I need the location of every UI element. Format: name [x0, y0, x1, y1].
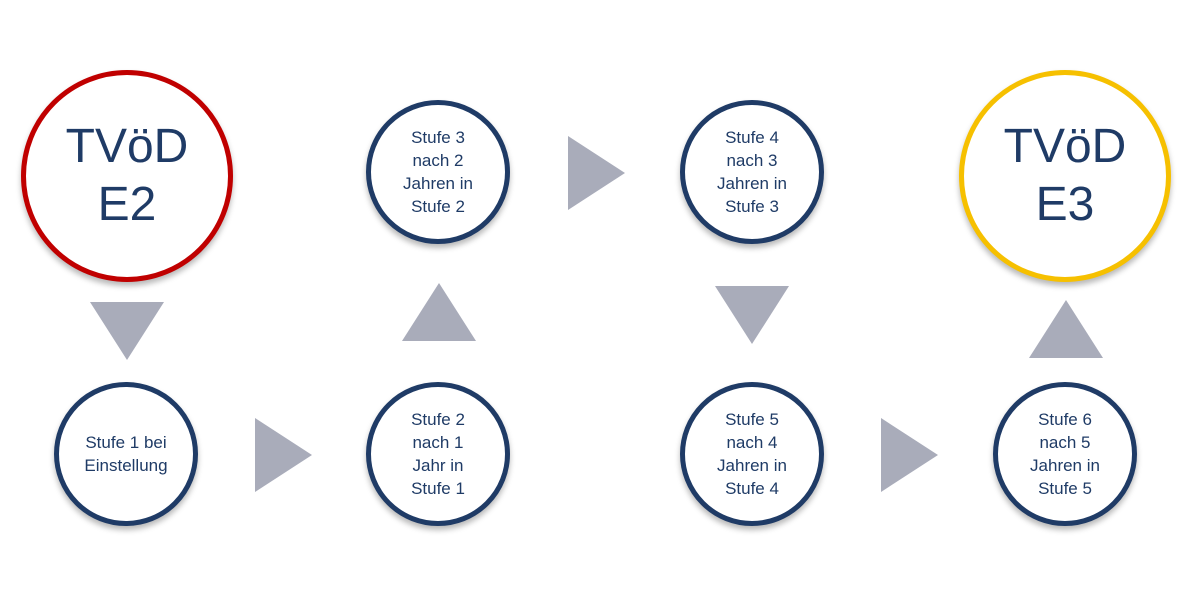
arrow-right-icon [881, 418, 938, 492]
step-2-circle: Stufe 2 nach 1 Jahr in Stufe 1 [366, 382, 510, 526]
step-3-label: Stufe 3 nach 2 Jahren in Stufe 2 [403, 128, 473, 216]
grade-e3-circle: TVöD E3 [959, 70, 1171, 282]
step-1-label: Stufe 1 bei Einstellung [84, 433, 168, 475]
step-6-label: Stufe 6 nach 5 Jahren in Stufe 5 [1030, 410, 1100, 498]
arrow-down-icon [715, 286, 789, 344]
step-6-circle: Stufe 6 nach 5 Jahren in Stufe 5 [993, 382, 1137, 526]
grade-e2-circle: TVöD E2 [21, 70, 233, 282]
step-2-label: Stufe 2 nach 1 Jahr in Stufe 1 [411, 410, 465, 498]
arrow-down-icon [90, 302, 164, 360]
step-5-label: Stufe 5 nach 4 Jahren in Stufe 4 [717, 410, 787, 498]
step-5-circle: Stufe 5 nach 4 Jahren in Stufe 4 [680, 382, 824, 526]
step-3-circle: Stufe 3 nach 2 Jahren in Stufe 2 [366, 100, 510, 244]
grade-e2-label: TVöD E2 [65, 120, 189, 231]
step-4-circle: Stufe 4 nach 3 Jahren in Stufe 3 [680, 100, 824, 244]
step-4-label: Stufe 4 nach 3 Jahren in Stufe 3 [717, 128, 787, 216]
arrow-right-icon [568, 136, 625, 210]
arrow-up-icon [402, 283, 476, 341]
arrow-right-icon [255, 418, 312, 492]
grade-e3-label: TVöD E3 [1003, 120, 1127, 231]
arrow-up-icon [1029, 300, 1103, 358]
step-1-circle: Stufe 1 bei Einstellung [54, 382, 198, 526]
